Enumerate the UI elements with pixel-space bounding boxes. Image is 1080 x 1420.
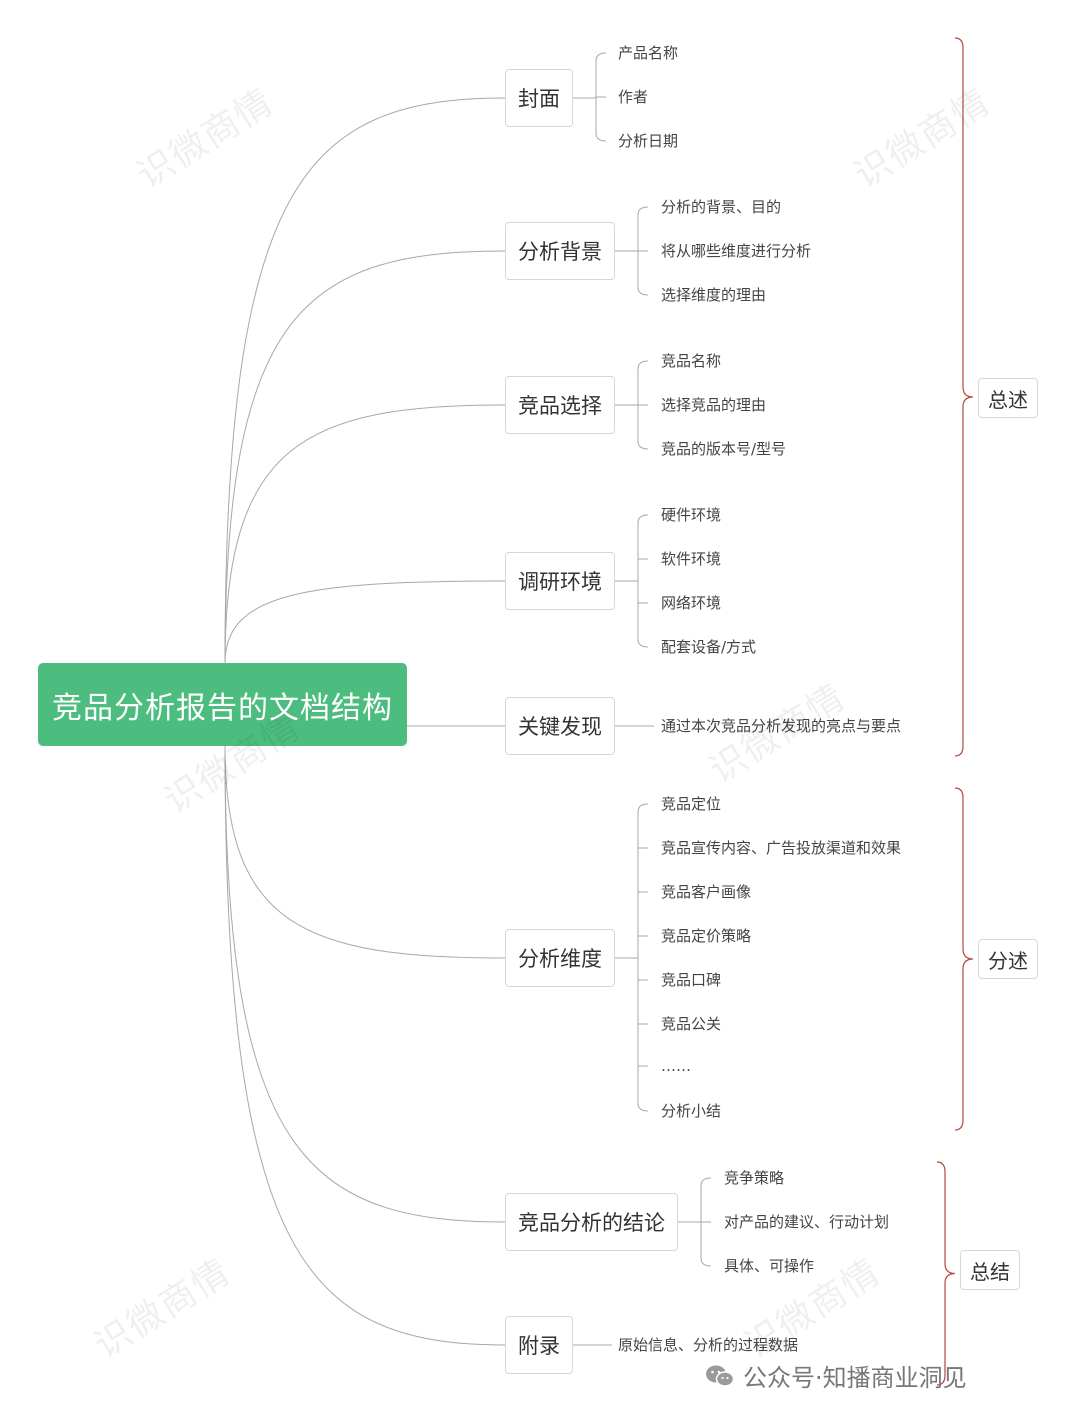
leaf-item[interactable]: 软件环境 — [661, 550, 722, 568]
leaf-item[interactable]: 竞品定价策略 — [661, 927, 752, 945]
leaf-item[interactable]: 配套设备/方式 — [661, 638, 757, 656]
summary-conclusion[interactable]: 总结 — [960, 1250, 1020, 1290]
leaf-item[interactable]: 分析的背景、目的 — [661, 198, 782, 216]
leaf-item[interactable]: 产品名称 — [618, 44, 679, 62]
summary-details[interactable]: 分述 — [978, 939, 1038, 979]
root-connector — [224, 404, 506, 664]
leaf-item[interactable]: 硬件环境 — [661, 506, 722, 524]
root-connector — [224, 745, 506, 1346]
leaf-item[interactable]: 选择竞品的理由 — [661, 396, 767, 414]
leaf-item[interactable]: 竞品宣传内容、广告投放渠道和效果 — [661, 839, 902, 857]
summary-overview[interactable]: 总述 — [978, 378, 1038, 418]
leaf-item[interactable]: 选择维度的理由 — [661, 286, 767, 304]
leaf-item[interactable]: 网络环境 — [661, 594, 722, 612]
root-connector — [224, 745, 506, 1223]
branch-appendix[interactable]: 附录 — [505, 1316, 573, 1374]
brace-overview — [954, 37, 974, 757]
leaf-item[interactable]: 分析日期 — [618, 132, 679, 150]
brace-conclusion — [936, 1161, 956, 1386]
root-connector — [224, 97, 506, 664]
leaf-item[interactable]: 通过本次竞品分析发现的亮点与要点 — [661, 717, 902, 735]
branch-key-findings[interactable]: 关键发现 — [505, 697, 615, 755]
footer-text: 公众号·知播商业洞见 — [743, 1364, 967, 1392]
branch-analysis-dimensions[interactable]: 分析维度 — [505, 929, 615, 987]
leaf-item[interactable]: 对产品的建议、行动计划 — [724, 1213, 890, 1231]
leaf-item[interactable]: 原始信息、分析的过程数据 — [618, 1336, 799, 1354]
wechat-icon — [705, 1364, 735, 1388]
branch-background[interactable]: 分析背景 — [505, 222, 615, 280]
leaf-item[interactable]: 将从哪些维度进行分析 — [661, 242, 812, 260]
leaf-item[interactable]: 竞品客户画像 — [661, 883, 752, 901]
branch-competitor-selection[interactable]: 竞品选择 — [505, 376, 615, 434]
branch-conclusion[interactable]: 竞品分析的结论 — [505, 1193, 678, 1251]
leaf-connector — [637, 803, 649, 1112]
leaf-item[interactable]: 竞品的版本号/型号 — [661, 440, 787, 458]
leaf-item[interactable]: …… — [661, 1057, 691, 1075]
root-topic[interactable]: 竞品分析报告的文档结构 — [38, 663, 407, 746]
leaf-item[interactable]: 分析小结 — [661, 1102, 722, 1120]
leaf-item[interactable]: 竞品公关 — [661, 1015, 722, 1033]
leaf-item[interactable]: 作者 — [618, 88, 649, 106]
footer-credit: 公众号·知播商业洞见 — [705, 1358, 967, 1393]
leaf-connector — [637, 514, 649, 648]
leaf-item[interactable]: 具体、可操作 — [724, 1257, 815, 1275]
branch-research-environment[interactable]: 调研环境 — [505, 552, 615, 610]
leaf-item[interactable]: 竞争策略 — [724, 1169, 785, 1187]
root-connector — [224, 580, 506, 664]
root-connector — [224, 745, 506, 959]
root-connector — [224, 250, 506, 664]
leaf-item[interactable]: 竞品名称 — [661, 352, 722, 370]
leaf-item[interactable]: 竞品口碑 — [661, 971, 722, 989]
brace-details — [954, 787, 974, 1131]
branch-cover[interactable]: 封面 — [505, 69, 573, 127]
leaf-item[interactable]: 竞品定位 — [661, 795, 722, 813]
